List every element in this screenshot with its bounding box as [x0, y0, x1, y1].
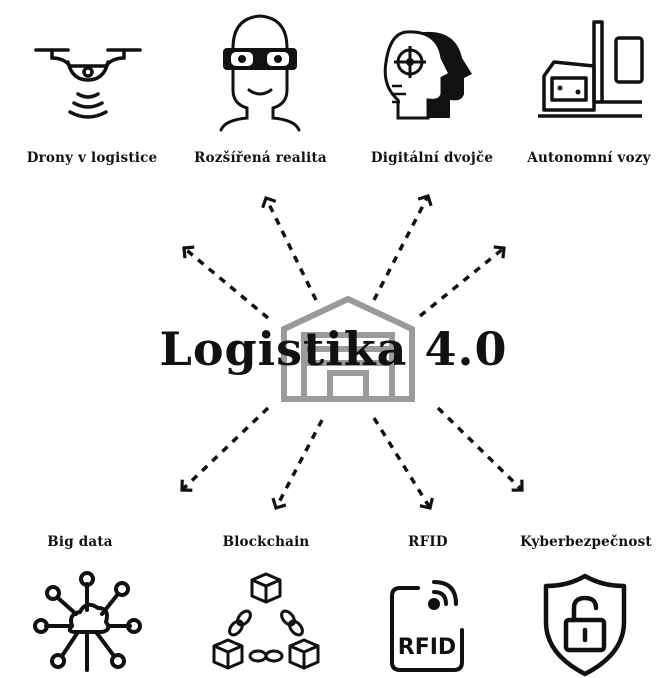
arrow-to-blockchain: [271, 419, 324, 511]
label-augmented-reality: Rozšířená realita: [194, 150, 327, 166]
arrow-to-ar: [261, 195, 318, 301]
warehouse-icon: [281, 295, 415, 402]
label-big-data: Big data: [47, 534, 113, 550]
label-autonomous-vehicles: Autonomní vozy: [527, 150, 651, 166]
shield-lock-icon: [543, 573, 627, 677]
label-rfid: RFID: [408, 534, 448, 550]
network-cloud-icon: [33, 571, 142, 672]
rfid-icon: RFID: [390, 580, 464, 672]
digital-twin-icon: [383, 30, 472, 120]
ar-headset-icon: [219, 14, 301, 132]
autonomous-forklift-icon: [538, 20, 644, 118]
drone-icon: [34, 48, 142, 119]
label-cybersecurity: Kyberbezpečnost: [520, 534, 652, 550]
arrow-to-cybersecurity: [436, 406, 524, 492]
blockchain-icon: [212, 572, 320, 670]
arrow-to-rfid: [372, 417, 434, 510]
arrow-to-drones: [182, 245, 270, 320]
arrow-to-digital-twin: [372, 193, 433, 301]
label-blockchain: Blockchain: [222, 534, 310, 550]
label-digital-twin: Digitální dvojče: [370, 150, 494, 166]
rfid-icon-text: RFID: [398, 635, 456, 660]
diagram-title: Logistika 4.0: [159, 322, 508, 376]
label-drones: Drony v logistice: [26, 150, 158, 166]
arrow-to-big-data: [180, 406, 270, 492]
arrow-to-autonomous: [418, 245, 506, 318]
